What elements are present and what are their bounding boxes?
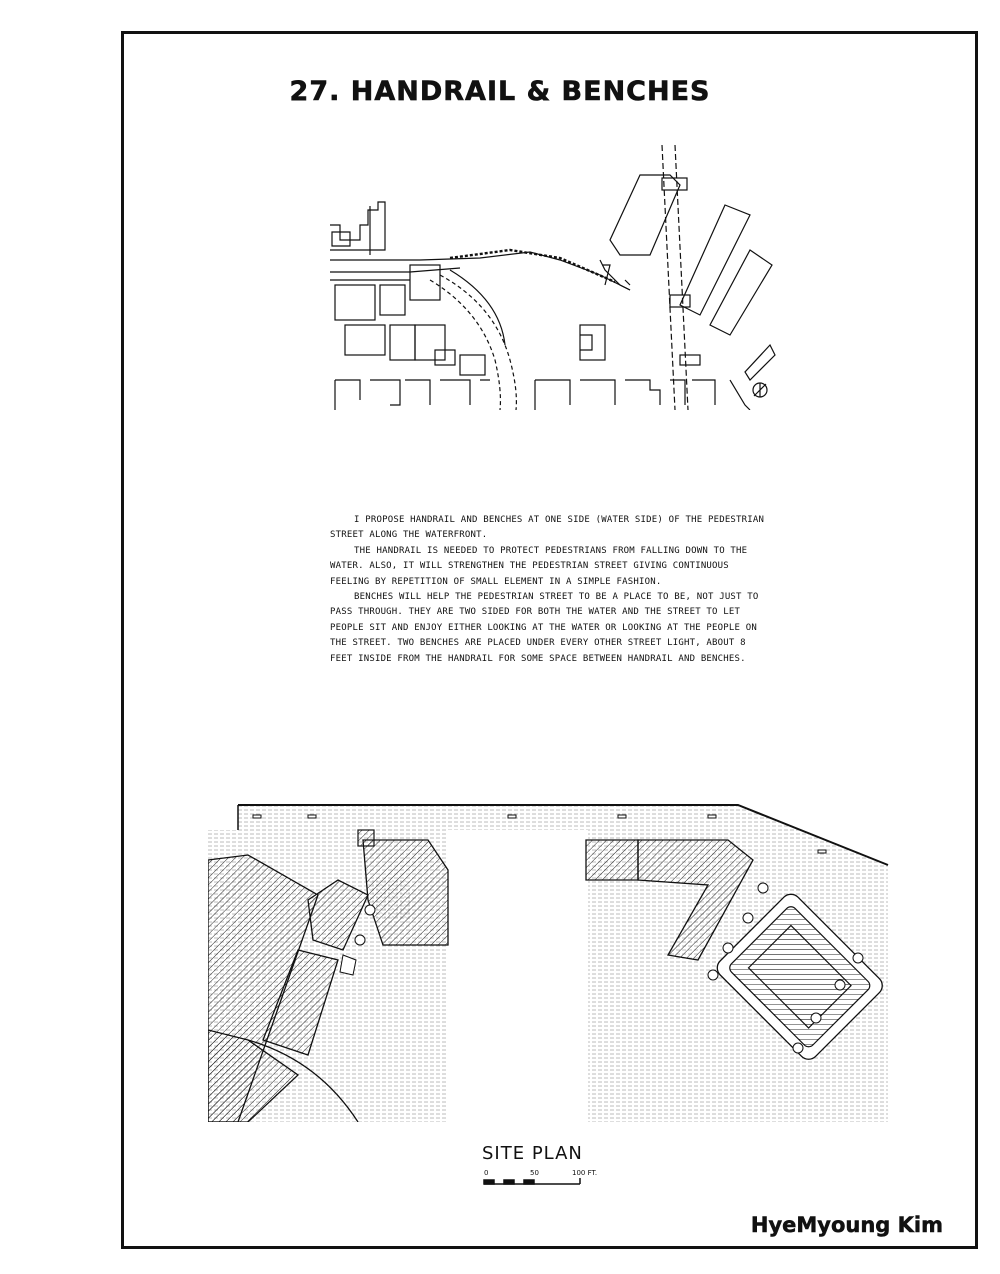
north-arrow-icon xyxy=(752,382,768,398)
site-plan-drawing xyxy=(208,804,889,1122)
scale-bar xyxy=(483,1178,581,1185)
location-map xyxy=(330,144,776,410)
author-signature: HyeMyoung Kim xyxy=(750,1213,944,1238)
paragraph-1: I propose handrail and benches at one si… xyxy=(330,515,765,541)
scale-labels: 0 50 100 FT. xyxy=(482,1169,622,1179)
page-border xyxy=(121,31,978,1249)
page-title: 27. HANDRAIL & BENCHES xyxy=(289,76,711,108)
scale-label-50: 50 xyxy=(530,1169,539,1177)
scale-label-100: 100 FT. xyxy=(572,1169,598,1177)
paragraph-2: The handrail is needed to protect pedest… xyxy=(330,545,748,587)
scale-label-0: 0 xyxy=(484,1169,489,1177)
paragraph-3: Benches will help the pedestrian street … xyxy=(330,592,759,664)
site-plan-label: SITE PLAN xyxy=(482,1143,583,1164)
proposal-text: I propose handrail and benches at one si… xyxy=(330,513,770,667)
